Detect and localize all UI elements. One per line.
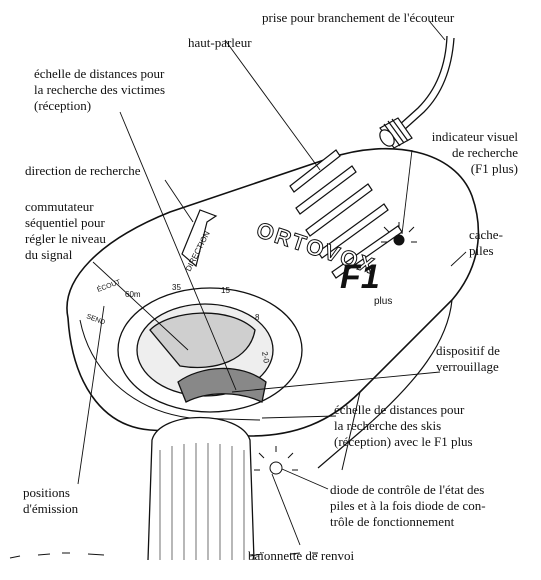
model-name: F1 <box>340 258 380 296</box>
model-suffix: plus <box>374 296 392 307</box>
search-direction-label: direction de recherche <box>25 163 140 179</box>
battery-cover-label: cache- piles <box>469 227 503 259</box>
speaker-label: haut-parleur <box>188 35 252 51</box>
victim-scale-label: échelle de distances pour la recherche d… <box>34 66 165 114</box>
locking-device-label: dispositif de verrouillage <box>436 343 500 375</box>
dial-mark-8: 8 <box>255 313 260 322</box>
battery-diode-label: diode de contrôle de l'état des piles et… <box>330 482 486 530</box>
visual-indicator-label: indicateur visuel de recherche (F1 plus) <box>432 129 518 177</box>
earphone-socket-label: prise pour branchement de l'écouteur <box>262 10 454 26</box>
dial-mark-35: 35 <box>172 283 181 292</box>
ski-scale-label: échelle de distances pour la recherche d… <box>334 402 473 450</box>
signal-dial <box>118 288 302 412</box>
bayonet-strap <box>148 418 254 561</box>
bayonet-label: baïonnette de renvoi <box>248 548 354 564</box>
sequential-switch-label: commutateur séquentiel pour régler le ni… <box>25 199 106 263</box>
transmit-positions-label: positions d'émission <box>23 485 78 517</box>
earphone-cable <box>398 36 454 130</box>
battery-diode <box>254 446 298 474</box>
dial-mark-15: 15 <box>221 286 230 295</box>
earphone-plug <box>377 118 412 149</box>
dial-mark-60m: 60m <box>125 290 141 299</box>
